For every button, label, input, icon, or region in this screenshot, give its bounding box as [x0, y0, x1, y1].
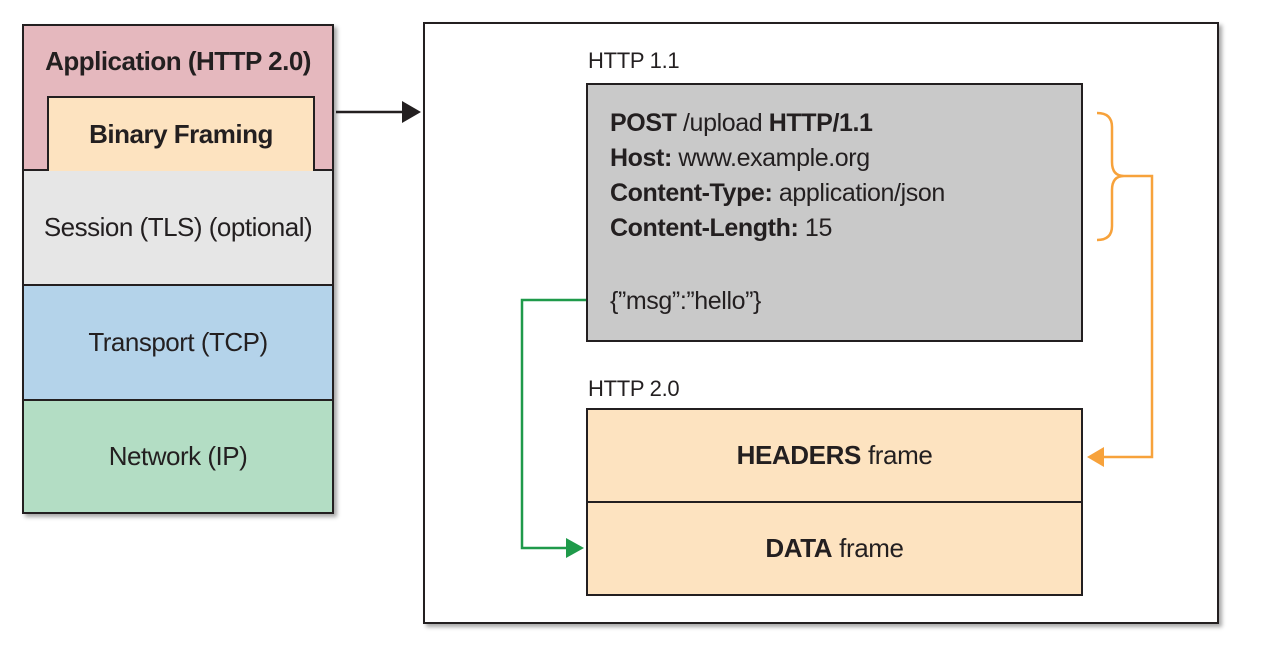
- content-type-header-line: Content-Type: application/json: [610, 179, 945, 207]
- protocol-stack: Application (HTTP 2.0) Binary Framing Se…: [22, 24, 334, 514]
- application-layer-label: Application (HTTP 2.0): [45, 46, 311, 76]
- request-body-line: {”msg”:”hello”}: [610, 287, 761, 315]
- http20-label: HTTP 2.0: [588, 376, 680, 401]
- content-length-header-line: Content-Length: 15: [610, 214, 832, 242]
- binary-framing-layer: Binary Framing: [47, 96, 315, 171]
- stack-to-panel-arrow: [336, 101, 421, 123]
- application-layer: Application (HTTP 2.0) Binary Framing: [24, 26, 332, 171]
- transport-layer: Transport (TCP): [24, 286, 332, 401]
- http11-label: HTTP 1.1: [588, 48, 680, 73]
- http11-request-box: POST /upload HTTP/1.1 Host: www.example.…: [586, 83, 1083, 342]
- network-layer: Network (IP): [24, 401, 332, 512]
- request-line: POST /upload HTTP/1.1: [610, 109, 873, 137]
- session-layer: Session (TLS) (optional): [24, 171, 332, 286]
- host-header-line: Host: www.example.org: [610, 144, 870, 172]
